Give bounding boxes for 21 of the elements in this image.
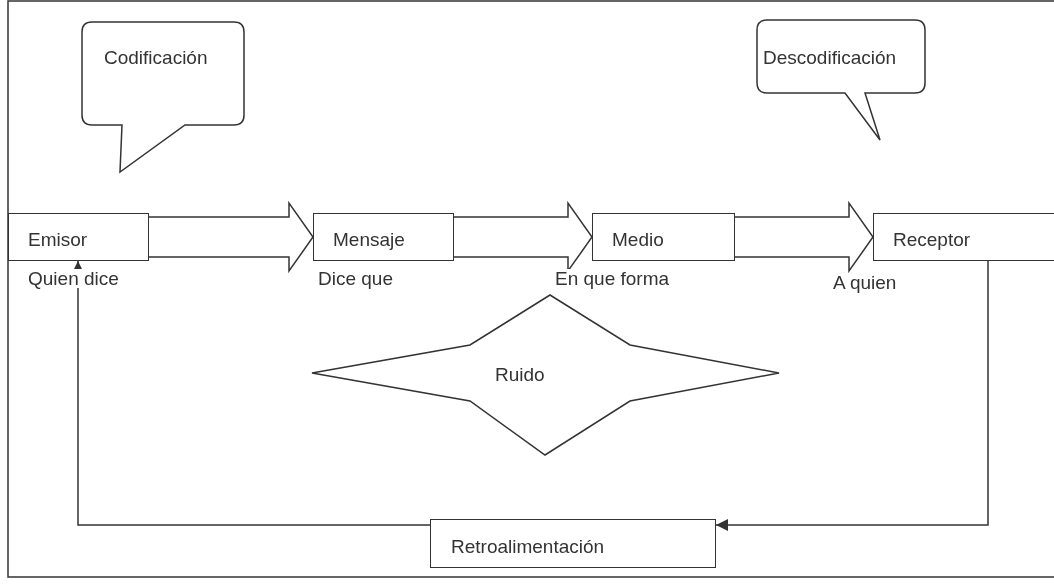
process-box: [430, 519, 716, 568]
caption-text: Dice que: [318, 269, 393, 288]
block-arrow: [734, 200, 874, 274]
caption-text: A quien: [833, 273, 897, 292]
process-box: [873, 213, 1054, 261]
arrow: [72, 260, 431, 526]
node-label: Codificación: [104, 48, 208, 67]
caption-text: En que forma: [555, 269, 670, 288]
node-label: Mensaje: [333, 230, 405, 249]
node-label: Descodificación: [763, 48, 897, 67]
caption-text: Quien dice: [28, 269, 119, 288]
node-label: Medio: [612, 230, 664, 249]
arrow: [715, 260, 989, 531]
process-box: [8, 213, 149, 261]
node-label: Retroalimentación: [451, 537, 605, 556]
process-box: [313, 213, 454, 261]
node-label: Ruido: [495, 365, 545, 384]
node-label: Emisor: [28, 230, 88, 249]
process-box: [592, 213, 735, 261]
node-label: Receptor: [893, 230, 971, 249]
block-arrow: [148, 200, 314, 274]
